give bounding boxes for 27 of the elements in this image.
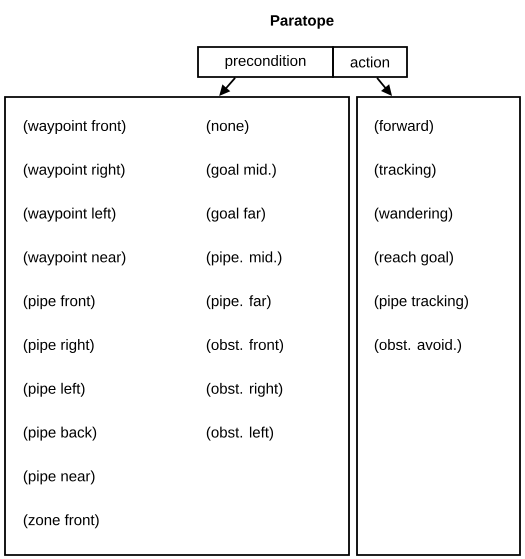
list-item: (obst. avoid.): [374, 339, 462, 353]
list-item: (waypoint front): [24, 120, 126, 134]
list-item: (obst. front): [206, 339, 284, 353]
list-item: (pipe back): [24, 426, 96, 441]
list-item: (pipe right): [24, 339, 94, 353]
list-item: (obst. right): [206, 382, 282, 397]
title: Paratope: [270, 15, 334, 29]
list-item: (pipe near): [24, 470, 94, 484]
header-cell: precondition: [197, 46, 334, 78]
list-item: (waypoint left): [24, 208, 116, 222]
list-item: (pipe front): [24, 295, 94, 310]
header-cell: action: [332, 46, 408, 78]
list-item: (tracking): [374, 164, 436, 178]
list-item: (goal far): [206, 208, 265, 222]
list-item: (pipe. far): [206, 295, 271, 310]
list-item: (forward): [374, 120, 433, 134]
list-item: (waypoint right): [24, 164, 124, 178]
list-item: (pipe left): [24, 382, 84, 397]
list-item: (wandering): [374, 208, 452, 222]
list-item: (pipe tracking): [374, 295, 468, 310]
list-item: (obst. left): [206, 426, 274, 441]
list-item: (zone front): [24, 514, 99, 528]
list-item: (pipe. mid.): [206, 251, 282, 266]
list-item: (waypoint near): [24, 251, 126, 266]
list-item: (reach goal): [374, 251, 453, 266]
list-item: (none): [206, 120, 248, 134]
list-item: (goal mid.): [206, 164, 276, 178]
